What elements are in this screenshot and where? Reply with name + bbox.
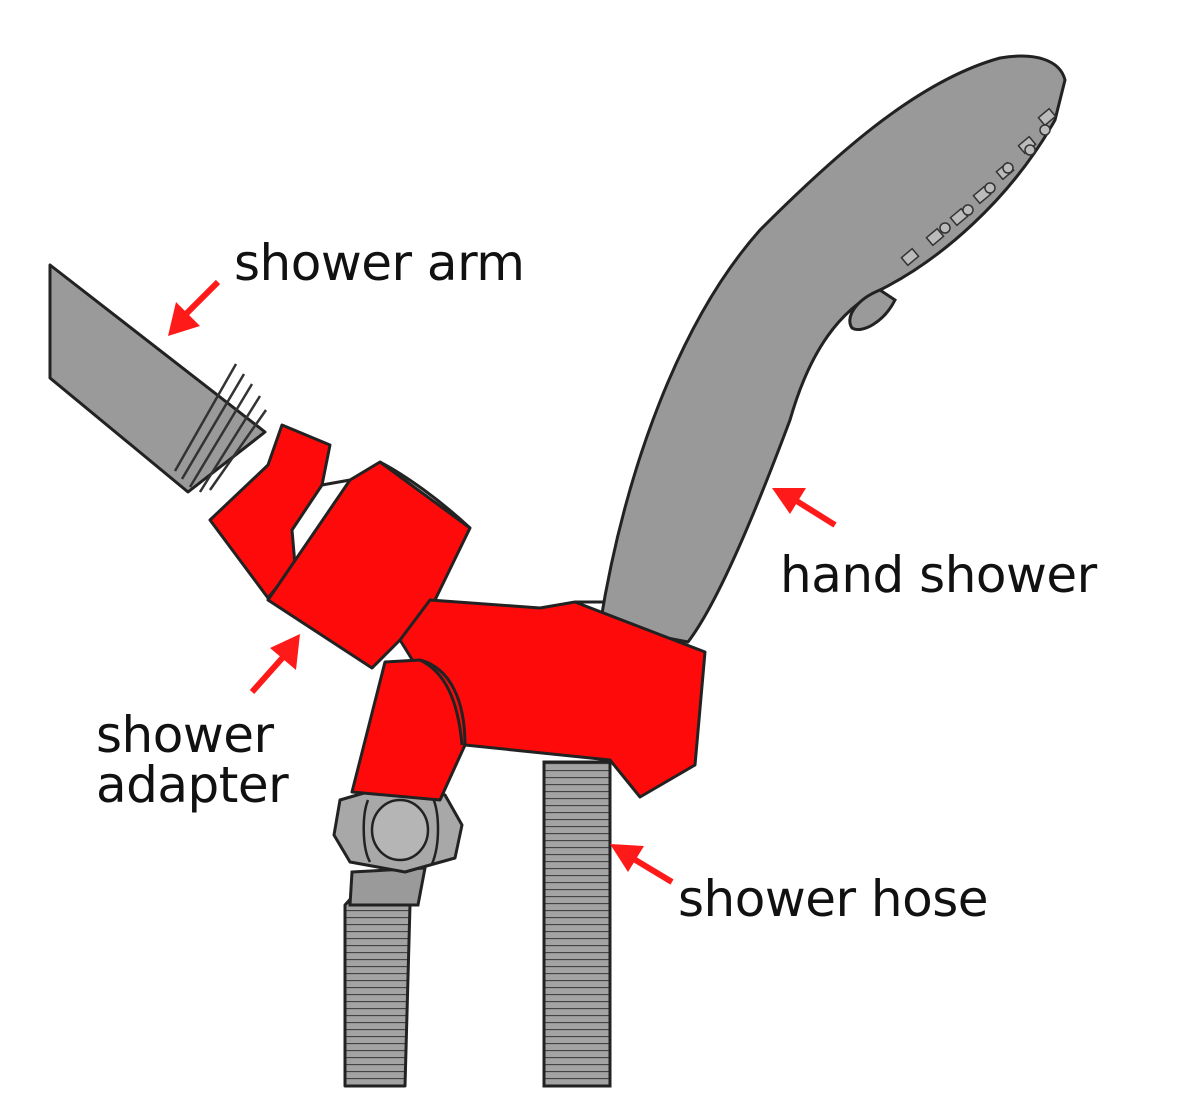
label-shower-adapter-line1: shower xyxy=(96,706,274,764)
label-shower-arm: shower arm xyxy=(234,234,525,292)
label-hand-shower: hand shower xyxy=(780,546,1097,604)
arrow-shower-hose xyxy=(610,844,674,885)
label-shower-adapter-line2: adapter xyxy=(96,756,289,814)
shower-hose-left xyxy=(343,866,427,1088)
arrow-shower-arm xyxy=(168,279,221,336)
hand-shower-trigger xyxy=(848,288,897,331)
hand-shower-nozzles xyxy=(900,107,1057,267)
label-shower-hose: shower hose xyxy=(678,870,989,928)
shower-arm xyxy=(48,263,268,494)
arrow-hand-shower xyxy=(772,488,837,528)
arrow-shower-adapter xyxy=(249,634,300,694)
shower-arm-threads xyxy=(173,363,268,493)
label-shower-adapter: shower adapter xyxy=(96,706,289,814)
shower-adapter xyxy=(208,423,707,802)
shower-hose-right xyxy=(542,760,612,1088)
hand-shower xyxy=(598,54,1067,644)
hex-nut xyxy=(332,784,464,874)
